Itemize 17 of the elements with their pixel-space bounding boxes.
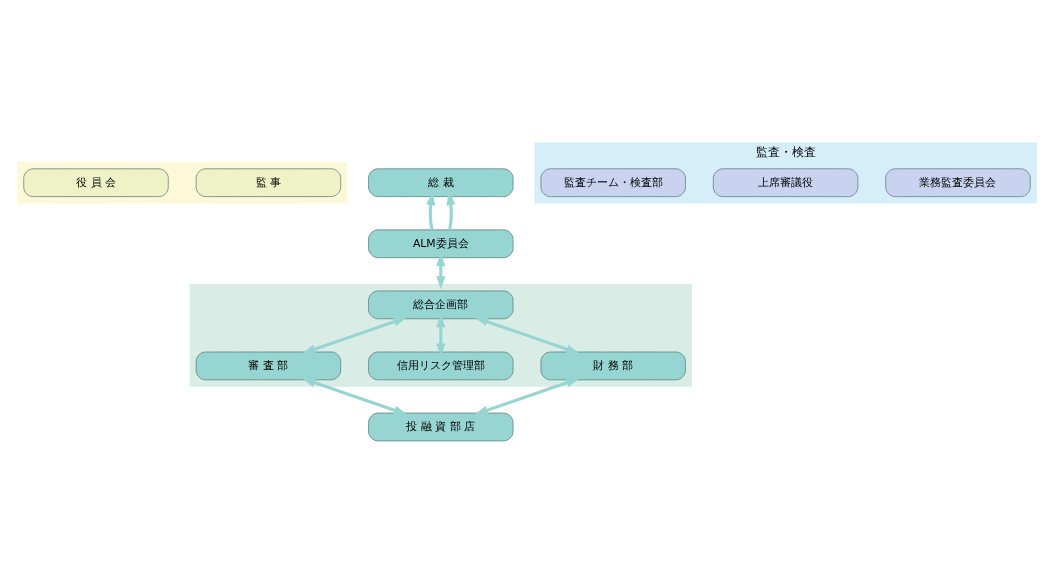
node-box: 総合企画部 [368,290,514,319]
node-box: 役 員 会 [23,167,169,197]
node-box: ALM委員会 [368,228,514,258]
arrow [302,316,407,354]
arrow [474,377,580,415]
node-box: 監査チーム・検査部 [540,167,686,197]
node-box: 財 務 部 [540,351,686,380]
node-box: 業務監査委員会 [885,167,1031,197]
node-box: 投 融 資 部 店 [368,412,514,441]
arrow [302,377,408,415]
node-box: 上席審議役 [712,167,859,197]
node-box: 信用リスク管理部 [368,351,514,380]
cluster [17,161,348,204]
node-box: 監 事 [195,167,342,197]
node-box: 審 査 部 [195,351,342,380]
arrow [474,316,580,354]
node-box: 総 裁 [368,167,514,197]
